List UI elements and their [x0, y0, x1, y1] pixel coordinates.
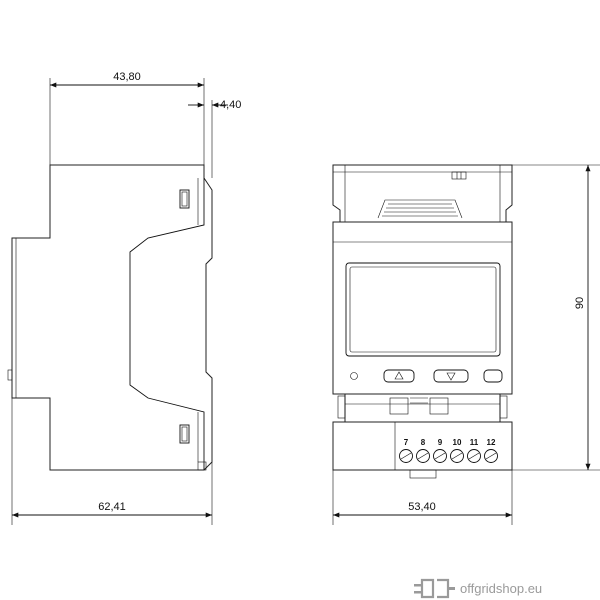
dim-label-side-depth: 43,80: [113, 71, 141, 83]
terminal-screw-icon: [416, 449, 430, 463]
terminal-label: 12: [487, 438, 496, 447]
terminal-label: 11: [470, 438, 479, 447]
plug-connector-icon: [414, 578, 455, 599]
dim-label-side-overall: 62,41: [98, 501, 126, 513]
din-clip: [337, 393, 508, 423]
dim-label-front-width: 53,40: [408, 501, 436, 513]
side-view: [7, 164, 213, 471]
terminal-block: [332, 421, 513, 471]
bottom-tab: [409, 469, 437, 479]
terminal-screw-icon: [399, 449, 413, 463]
terminal-labels: 7 8 9 10 11 12: [404, 438, 496, 447]
front-top-cover: [332, 164, 513, 223]
dim-label-front-offset: 4,40: [220, 99, 241, 111]
enter-button[interactable]: [483, 369, 503, 383]
triangle-down-icon: [446, 372, 456, 381]
down-button[interactable]: [433, 369, 469, 383]
terminal-screw-icon: [484, 449, 498, 463]
bottom-screw-slot: [179, 424, 190, 444]
top-screw-slot: [179, 189, 190, 209]
up-button[interactable]: [383, 369, 415, 383]
triangle-up-icon: [394, 371, 404, 380]
terminal-label: 7: [404, 438, 409, 447]
terminal-screws: [399, 449, 498, 463]
terminal-screw-icon: [450, 449, 464, 463]
din-rail-profile: [129, 178, 205, 470]
watermark: offgridshop.eu: [414, 578, 542, 599]
dim-label-height: 90: [574, 297, 586, 309]
terminal-label: 9: [438, 438, 443, 447]
front-view: 7 8 9 10 11 12: [332, 164, 513, 479]
terminal-label: 8: [421, 438, 426, 447]
front-dimensions: 53,40 90: [332, 164, 600, 525]
terminal-label: 10: [453, 438, 462, 447]
terminal-screw-icon: [467, 449, 481, 463]
front-center-body: [332, 221, 513, 395]
watermark-text: offgridshop.eu: [460, 581, 542, 596]
lcd-display: [345, 262, 501, 357]
terminal-screw-icon: [433, 449, 447, 463]
side-view-body: [11, 164, 213, 471]
vent-grille: [377, 199, 463, 219]
side-dimensions: 43,80 4,40 62,41: [11, 71, 241, 525]
status-led: [350, 372, 358, 380]
cover-label-symbol: [451, 171, 467, 180]
